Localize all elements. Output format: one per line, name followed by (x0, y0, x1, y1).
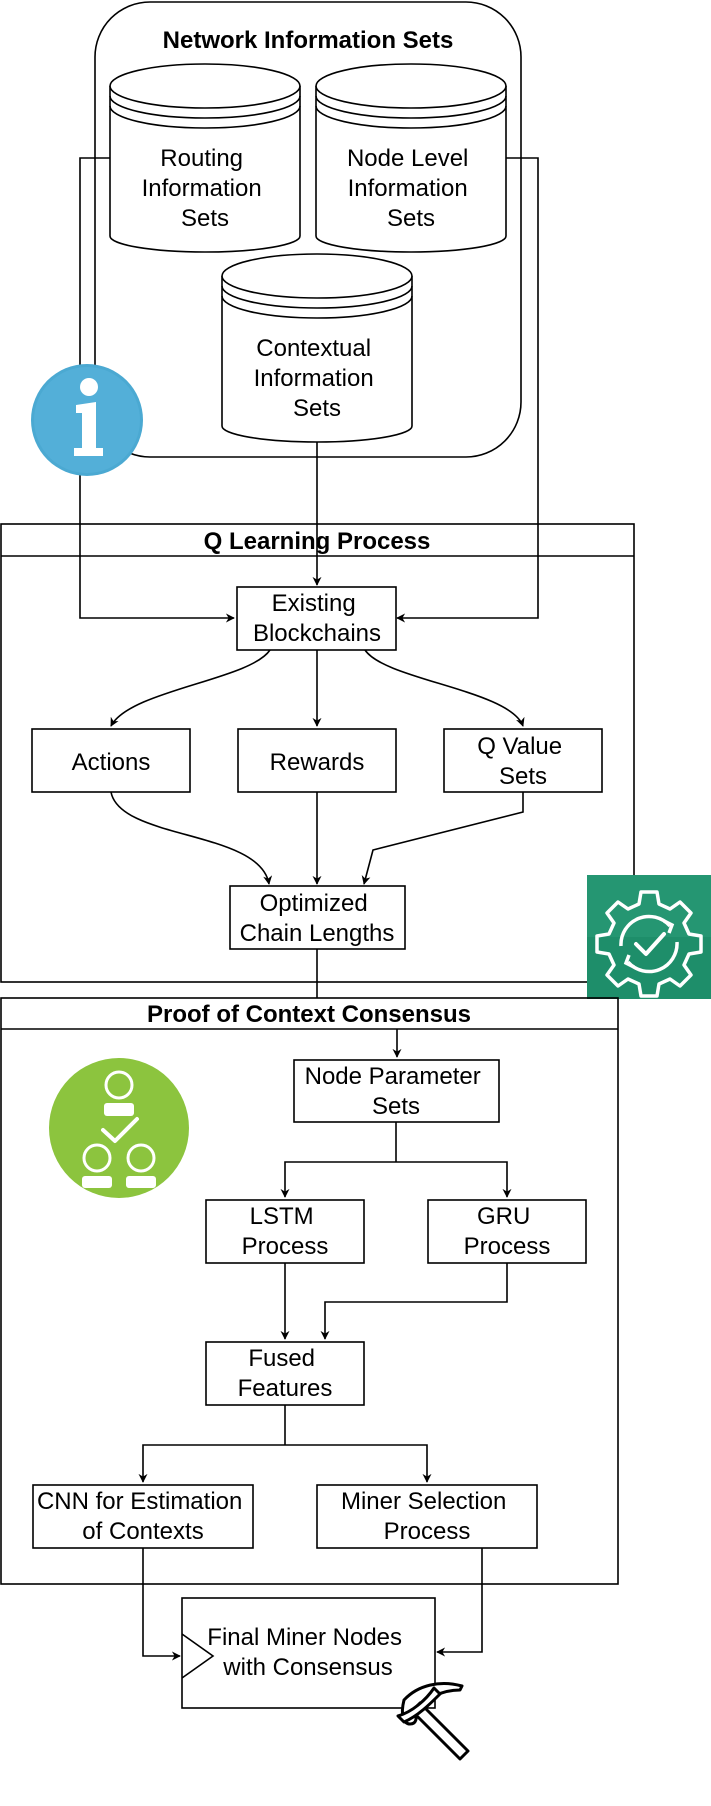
svg-text:Existing Blockchains: Existing Blockchains (253, 590, 381, 647)
arrow-to-lstm (280, 1161, 396, 1198)
svg-text:Miner Selection Process: Miner Selection Process (341, 1488, 513, 1545)
final-miner-nodes-box: Final Miner Nodes with Consensus (181, 1597, 436, 1709)
lstm-line-2: Process (242, 1233, 329, 1260)
consensus-people-icon (49, 1058, 189, 1198)
arrow-to-cnn (138, 1444, 285, 1483)
svg-text:CNN for Estimation of Cont: CNN for Estimation of Contexts (37, 1488, 249, 1545)
rewards-label: Rewards (270, 749, 365, 776)
final-line-2: with Consensus (222, 1654, 392, 1681)
pickaxe-icon (396, 1682, 470, 1761)
svg-text:Fused Features: Fused Features (238, 1345, 333, 1402)
miner-selection-box (316, 1484, 538, 1549)
q-learning-title: Q Learning Process (204, 528, 431, 555)
svg-text:Routing Information: Routing Information Sets (142, 145, 269, 232)
actions-label: Actions (72, 749, 151, 776)
svg-text:LSTM Process: LSTM Process (242, 1203, 329, 1260)
node-params-line-1: Node Parameter (305, 1063, 481, 1090)
final-line-1: Final Miner Nodes (207, 1624, 402, 1651)
fused-features-box (205, 1341, 365, 1406)
routing-info-line-2: Information (142, 175, 262, 202)
gru-line-1: GRU (477, 1203, 530, 1230)
arrow-miner-to-final (436, 1548, 483, 1657)
info-icon (31, 364, 143, 476)
arrow-actions-to-optimized (110, 791, 273, 885)
svg-text:Q Value Sets: Q Value Sets (477, 733, 569, 790)
existing-blockchains-box (236, 586, 397, 651)
node-level-line-3: Sets (387, 205, 435, 232)
gru-process-box (427, 1199, 587, 1264)
svg-text:Node Parameter Sets: Node Parameter Sets (305, 1063, 488, 1120)
arrow-cnn-to-final (142, 1548, 181, 1661)
arrow-qvalue-to-optimized (361, 792, 524, 885)
arrow-to-miner (285, 1444, 432, 1483)
svg-text:Final Miner Nodes with C: Final Miner Nodes with Consensus (207, 1624, 408, 1681)
cnn-line-1: CNN for Estimation (37, 1488, 242, 1515)
arrow-to-actions (110, 649, 271, 727)
node-level-line-1: Node Level (347, 145, 468, 172)
fused-line-2: Features (238, 1375, 333, 1402)
node-parameter-sets-box (293, 1059, 500, 1123)
contextual-info-cylinder: Contextual Information Sets (221, 253, 413, 443)
actions-box (31, 728, 191, 793)
poc-container (0, 997, 619, 1585)
node-level-line-2: Information (348, 175, 468, 202)
routing-info-line-1: Routing (160, 145, 243, 172)
poc-title: Proof of Context Consensus (147, 1001, 471, 1028)
gru-line-2: Process (464, 1233, 551, 1260)
cnn-line-2: of Contexts (82, 1518, 203, 1545)
optimized-line-1: Optimized (260, 890, 368, 917)
svg-text:Contextual Information: Contextual Information Sets (254, 335, 381, 422)
lstm-line-1: LSTM (250, 1203, 314, 1230)
routing-info-line-3: Sets (181, 205, 229, 232)
contextual-line-3: Sets (293, 395, 341, 422)
arrow-gru-to-fused (320, 1263, 508, 1340)
network-info-title: Network Information Sets (163, 27, 454, 54)
qvalue-line-2: Sets (499, 763, 547, 790)
svg-text:GRU Process: GRU Process (464, 1203, 551, 1260)
node-level-info-cylinder: Node Level Information Sets (315, 63, 507, 253)
optimized-chain-lengths-box (229, 885, 406, 950)
lstm-process-box (205, 1199, 365, 1264)
existing-line-2: Blockchains (253, 620, 381, 647)
existing-line-1: Existing (272, 590, 356, 617)
qvalue-line-1: Q Value (477, 733, 562, 760)
miner-line-1: Miner Selection (341, 1488, 506, 1515)
routing-info-cylinder: Routing Information Sets (109, 63, 301, 253)
fused-line-1: Fused (248, 1345, 315, 1372)
arrow-to-qvalue (364, 649, 525, 727)
miner-line-2: Process (384, 1518, 471, 1545)
gear-check-icon (587, 875, 711, 999)
network-info-container (94, 1, 522, 458)
svg-text:Node Level Information: Node Level Information Sets (347, 145, 475, 232)
connector-right (396, 157, 539, 623)
optimized-line-2: Chain Lengths (240, 920, 395, 947)
node-params-line-2: Sets (372, 1093, 420, 1120)
q-value-sets-box (443, 728, 603, 793)
contextual-line-1: Contextual (256, 335, 371, 362)
cnn-box (32, 1484, 254, 1549)
contextual-line-2: Information (254, 365, 374, 392)
svg-text:Optimized Chain Lengths: Optimized Chain Lengths (240, 890, 395, 947)
rewards-box (237, 728, 397, 793)
arrow-to-gru (396, 1161, 512, 1198)
